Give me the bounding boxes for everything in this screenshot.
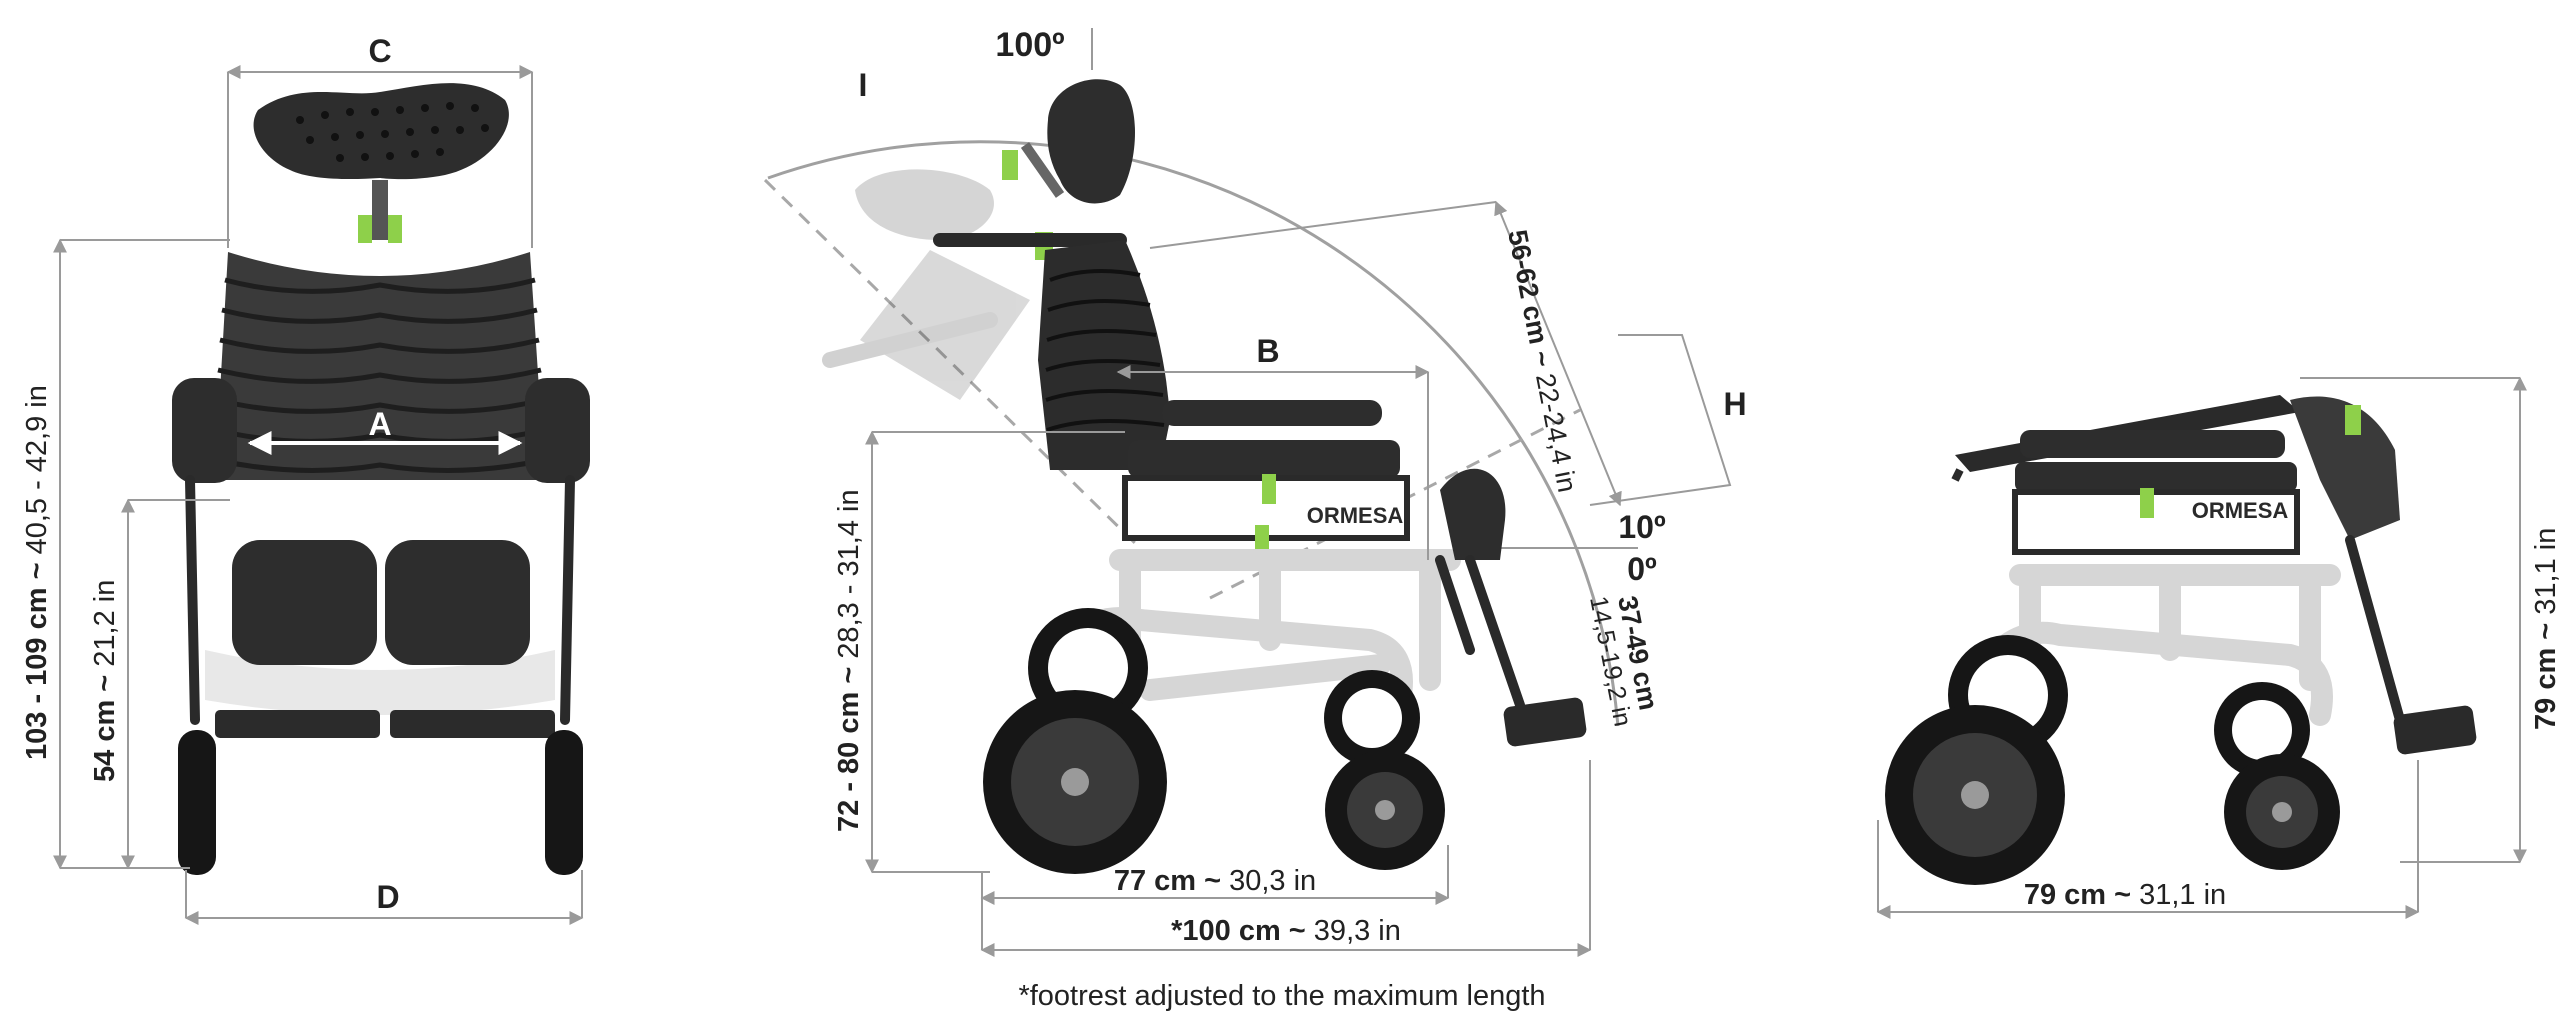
side-height-dimension: 72 - 80 cm ~ 28,3 - 31,4 in: [833, 489, 865, 832]
length-bold: 77 cm ~: [1114, 865, 1221, 897]
seat-cushion-right: [385, 540, 530, 665]
headrest-clamp-right: [388, 215, 402, 243]
folded-handle: [1951, 468, 1964, 482]
folded-armrest: [2020, 430, 2285, 458]
length-light: 30,3 in: [1221, 865, 1316, 897]
seat-height-dimension: 54 cm ~ 21,2 in: [89, 580, 121, 782]
folded-green-clamp: [2345, 405, 2361, 435]
left-caster: [178, 730, 216, 875]
headrest-arm: [1020, 142, 1065, 198]
side-headrest-clamp: [1002, 150, 1018, 180]
folded-green-latch: [2140, 488, 2154, 518]
folded-legrest: [2345, 535, 2405, 725]
headrest-shape: [253, 83, 509, 180]
footrest-h-bracket: [1589, 334, 1732, 506]
seat-height-light: 21,2 in: [89, 580, 121, 675]
label-angle-0: 0º: [1627, 551, 1657, 587]
side-frame-cross: [1139, 654, 1391, 701]
label-b: B: [1256, 333, 1279, 369]
folded-view: ORMESA 79 cm ~ 31,1: [1876, 376, 2562, 919]
side-backrest-weave: [1045, 269, 1165, 432]
folded-height-dimension: 79 cm ~ 31,1 in: [2530, 528, 2562, 730]
rear-wheel-far-inner: [1048, 628, 1128, 708]
front-caster-hub: [1375, 800, 1395, 820]
backrest-length-line: [1494, 200, 1622, 507]
seat-green-latch: [1262, 474, 1276, 504]
right-armrest: [525, 378, 590, 483]
max-length-light: 39,3 in: [1306, 915, 1401, 947]
side-brand-logo: ORMESA: [1307, 503, 1404, 528]
front-view: C A D 103 - 109 cm ~ 40,5 - 42,9 in 54 c…: [21, 33, 590, 925]
side-wheelchair-illustration: ORMESA: [822, 79, 1587, 874]
max-length-dimension: *100 cm ~ 39,3 in: [1171, 915, 1401, 947]
left-armrest: [172, 378, 237, 483]
footplate-right: [390, 710, 555, 738]
front-caster-far-inner: [1342, 688, 1402, 748]
backrest-length-dimension: 56-62 cm ~ 22-24,4 in: [1502, 227, 1582, 494]
right-caster: [545, 730, 583, 875]
side-seat-cushion: [1128, 440, 1400, 478]
label-i: I: [859, 67, 868, 103]
backrest-top-line: [1149, 201, 1497, 249]
seat-green-lever: [1255, 525, 1269, 551]
right-frame-tube: [560, 475, 575, 725]
side-height-bold: 72 - 80 cm ~: [833, 667, 865, 832]
label-angle-10: 10º: [1618, 509, 1666, 545]
folded-caster-far-inner: [2232, 700, 2292, 760]
folded-rear-wheel-hub: [1961, 781, 1989, 809]
backrest-length-bold: 56-62 cm ~: [1502, 227, 1558, 369]
folded-length-light: 31,1 in: [2131, 879, 2226, 911]
folded-height-bold: 79 cm ~: [2530, 623, 2562, 730]
front-lower-frame: [205, 650, 555, 715]
label-angle-100: 100º: [995, 26, 1064, 64]
folded-height-light: 31,1 in: [2530, 528, 2562, 623]
front-height-bold: 103 - 109 cm ~: [21, 562, 53, 760]
side-height-light: 28,3 - 31,4 in: [833, 489, 865, 666]
backrest: [215, 252, 545, 480]
side-dimension-lines: [865, 365, 1592, 957]
label-h: H: [1723, 386, 1746, 422]
legrest-tube: [1465, 555, 1525, 710]
side-footplate: [1503, 697, 1587, 747]
side-backrest: [1038, 240, 1170, 470]
front-wheelchair-illustration: [172, 83, 590, 875]
folded-length-bold: 79 cm ~: [2024, 879, 2131, 911]
reclined-ghost: [822, 169, 1030, 400]
calf-pad: [1440, 468, 1506, 560]
label-d: D: [376, 879, 399, 915]
label-c: C: [368, 33, 391, 69]
recline-arc: [767, 140, 1620, 727]
rear-wheel-hub: [1061, 768, 1089, 796]
max-length-bold: *100 cm ~: [1171, 915, 1306, 947]
left-frame-tube: [185, 475, 200, 725]
side-armrest: [1162, 400, 1382, 426]
seat-height-bold: 54 cm ~: [89, 675, 121, 782]
footnote: *footrest adjusted to the maximum length: [1018, 980, 1545, 1012]
side-view: ORMESA: [763, 26, 1747, 957]
label-a: A: [368, 406, 391, 442]
folded-wheelchair-illustration: ORMESA: [1885, 395, 2477, 885]
folded-length-dimension: 79 cm ~ 31,1 in: [2024, 879, 2226, 911]
folded-side-panel: [2012, 489, 2300, 555]
folded-dimension-lines: [1876, 376, 2527, 919]
folded-seat: [2015, 462, 2297, 492]
headrest-holes: [296, 102, 489, 162]
legrest-tube-inner: [1435, 555, 1475, 655]
folded-brand-logo: ORMESA: [2192, 498, 2289, 523]
front-height-light: 40,5 - 42,9 in: [21, 385, 53, 562]
folded-footplate: [2393, 705, 2477, 755]
headrest-clamp-left: [358, 215, 372, 243]
seat-cushion-left: [232, 540, 377, 665]
folded-front-caster-hub: [2272, 802, 2292, 822]
recline-dashed-line: [763, 178, 1142, 550]
front-dimension-lines: [53, 65, 584, 925]
backrest-length-light: 22-24,4 in: [1529, 364, 1583, 495]
length-dimension: 77 cm ~ 30,3 in: [1114, 865, 1316, 897]
footplate-left: [215, 710, 380, 738]
front-height-dimension: 103 - 109 cm ~ 40,5 - 42,9 in: [21, 385, 53, 760]
side-headrest: [1047, 79, 1135, 204]
headrest-post: [372, 180, 388, 240]
folded-backrest: [2290, 396, 2400, 540]
